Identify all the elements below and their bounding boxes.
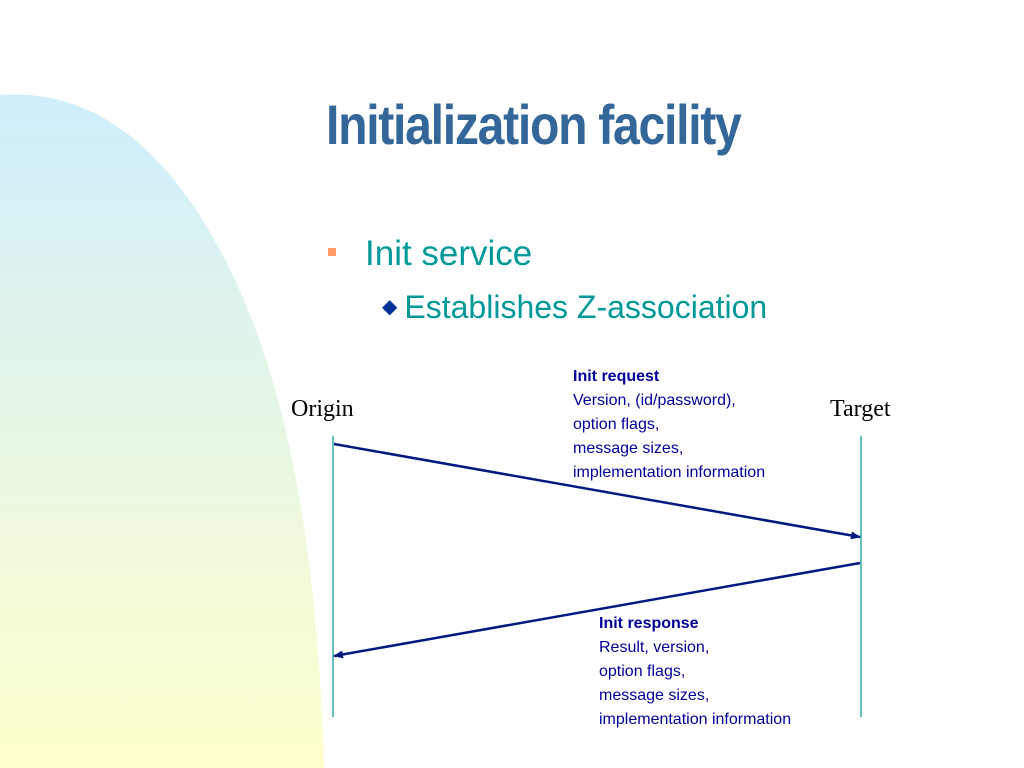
request-line: Version, (id/password), [573, 392, 736, 409]
response-line: message sizes, [599, 687, 710, 704]
request-arrow [333, 442, 861, 540]
request-line: option flags, [573, 416, 660, 433]
response-title: Init response [599, 615, 699, 632]
sub-bullet-establishes: ◆ Establishes Z-association [382, 286, 767, 333]
request-message: Init request Version, (id/password), opt… [573, 365, 765, 485]
slide-title: Initialization facility [326, 93, 742, 156]
request-line: implementation information [573, 464, 766, 481]
response-line: implementation information [599, 711, 792, 728]
target-label: Target [830, 396, 891, 422]
response-message: Init response Result, version, option fl… [599, 612, 791, 732]
origin-label: Origin [291, 396, 354, 422]
response-arrow [333, 561, 861, 659]
sub-bullet-text: Establishes Z-association [404, 289, 768, 325]
response-line: option flags, [599, 663, 686, 680]
request-line: message sizes, [573, 440, 684, 457]
bullet-init-service: Init service [328, 232, 532, 276]
request-title: Init request [573, 368, 660, 385]
diamond-bullet-icon: ◆ [382, 296, 398, 318]
bullet-text: Init service [365, 234, 533, 273]
response-line: Result, version, [599, 639, 710, 656]
square-bullet-icon [328, 247, 336, 256]
